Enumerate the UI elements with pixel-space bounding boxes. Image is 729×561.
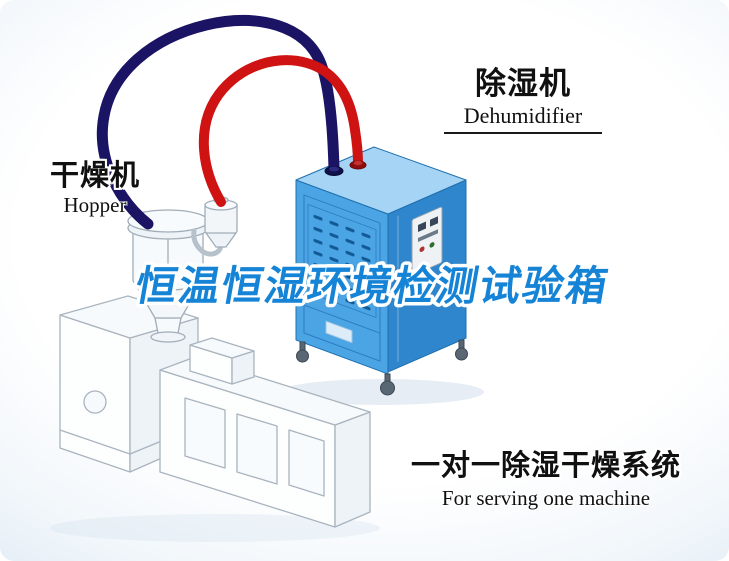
dehumidifier-label: 除湿机 Dehumidifier <box>444 66 602 134</box>
dehumidifier-label-en: Dehumidifier <box>463 103 583 128</box>
front-seam <box>304 304 380 334</box>
control-panel <box>411 206 443 276</box>
caster-wheels <box>296 339 468 396</box>
extruder-machine-icon <box>59 295 371 528</box>
barrel-top-box <box>189 337 255 385</box>
dry-air-hose <box>96 15 340 230</box>
cyclone-return-tube <box>191 228 224 257</box>
watermark-title: 恒温恒湿环境检测试验箱 <box>132 263 613 309</box>
barrel-side <box>334 411 371 528</box>
hopper-dryer-icon <box>127 196 238 343</box>
air-hoses <box>96 15 363 230</box>
front-nameplate <box>325 320 353 344</box>
dehumidifier-label-underline <box>444 132 602 134</box>
hopper-label-cn: 干燥机 <box>49 160 140 192</box>
system-caption-en: For serving one machine <box>441 486 651 510</box>
dehumidifier-machine-icon <box>295 146 468 396</box>
return-air-hose <box>198 55 363 207</box>
barrel-door-panels <box>184 397 325 497</box>
hopper-label: 干燥机 Hopper <box>40 160 150 218</box>
vent-grille <box>307 204 377 319</box>
dehumidifier-label-cn: 除湿机 <box>475 66 571 101</box>
hose-fittings <box>324 160 367 176</box>
hopper-label-en: Hopper <box>63 193 127 217</box>
system-caption-cn: 一对一除湿干燥系统 <box>410 450 681 482</box>
hopper-flange <box>150 331 186 343</box>
vent-frame <box>303 194 381 362</box>
system-caption: 一对一除湿干燥系统 For serving one machine <box>400 448 692 512</box>
